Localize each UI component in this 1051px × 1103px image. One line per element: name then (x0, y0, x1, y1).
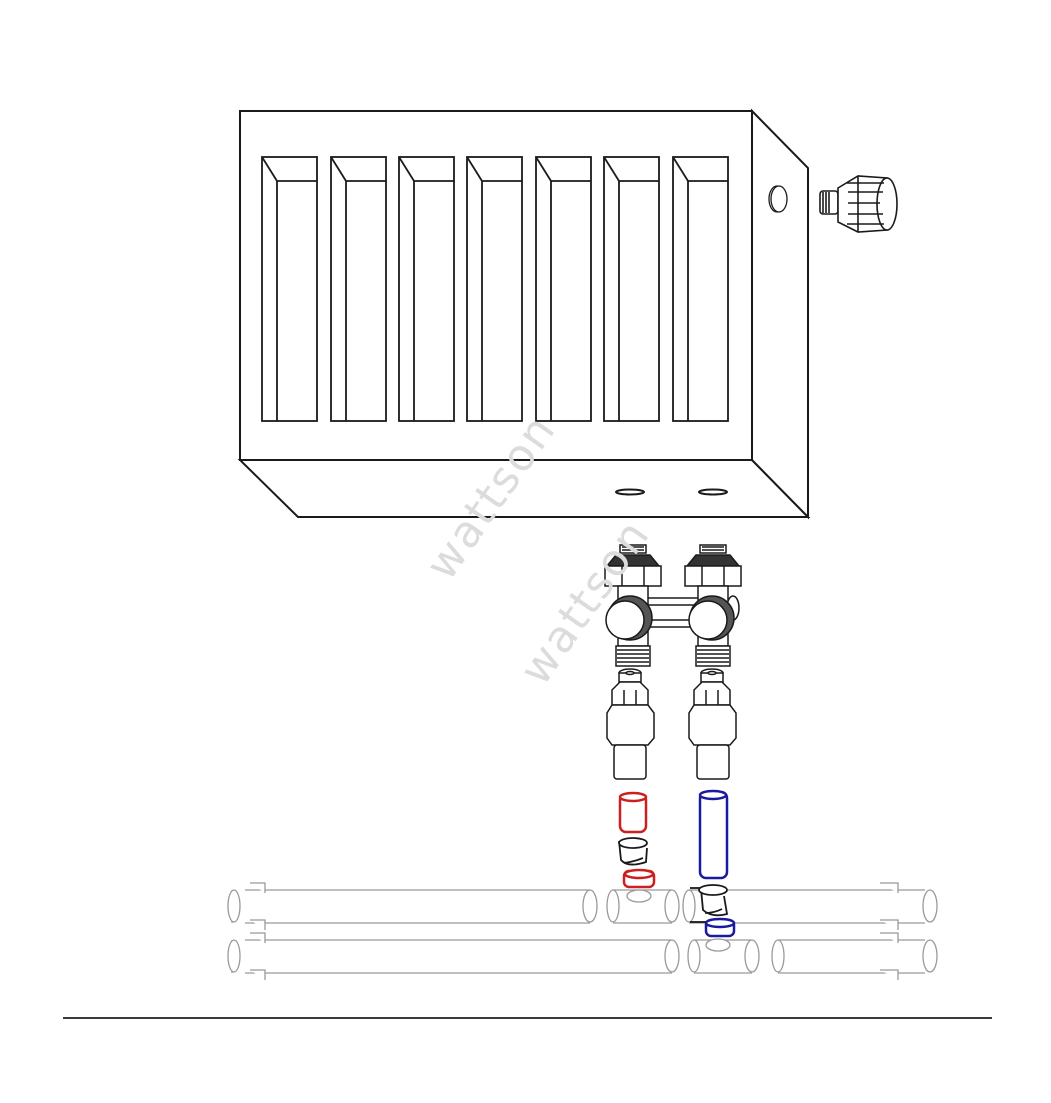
separator-line (63, 1017, 992, 1019)
bottom-connection-ports (615, 488, 728, 496)
hot-tee-collar (622, 868, 656, 889)
supply-pipe-run (227, 882, 938, 930)
radiator-sections (261, 156, 729, 422)
elbows (618, 837, 729, 923)
radiator (237, 108, 811, 520)
hot-supply-parts (618, 791, 656, 889)
radiator-section (330, 156, 387, 422)
return-pipe-run (227, 932, 938, 980)
compression-fitting-right (688, 668, 737, 780)
cold-return-parts (698, 789, 736, 938)
compression-fittings (606, 668, 737, 780)
radiator-section (398, 156, 455, 422)
cold-tee-collar (704, 917, 736, 938)
radiator-section (261, 156, 318, 422)
h-block-valve (604, 544, 742, 667)
compression-fitting-left (606, 668, 655, 780)
radiator-section (672, 156, 729, 422)
elbow-left (618, 837, 648, 866)
hot-pipe-sleeve (618, 791, 648, 834)
thermostatic-head (819, 175, 898, 233)
radiator-section (466, 156, 523, 422)
radiator-section (603, 156, 660, 422)
pipe-runs (227, 882, 938, 980)
radiator-section (535, 156, 592, 422)
side-port (768, 185, 788, 213)
elbow-right (690, 884, 729, 923)
radiator-side-face (751, 108, 809, 520)
cold-pipe-sleeve (698, 789, 729, 880)
